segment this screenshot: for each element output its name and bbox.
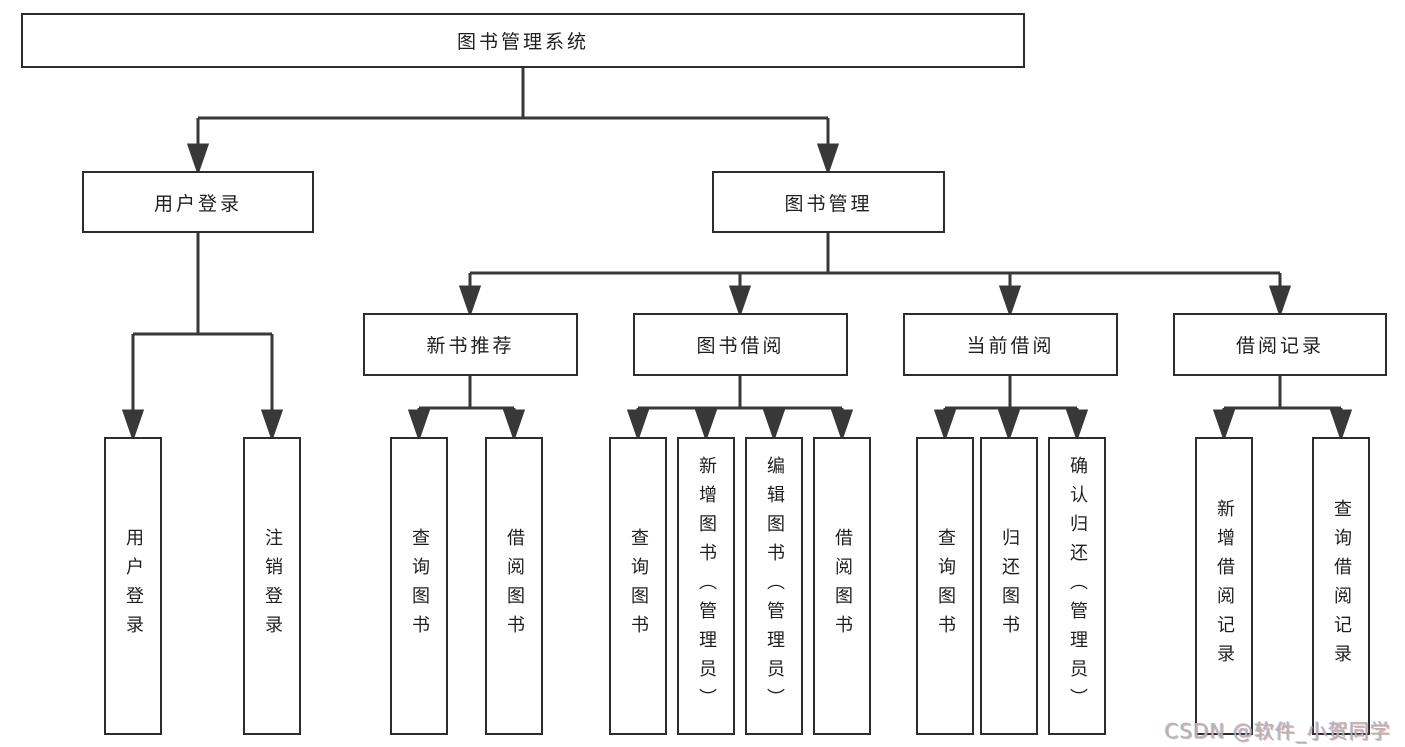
watermark: CSDN @软件_小贺同学 — [1164, 719, 1391, 743]
leaf-confirm-return-admin: 确认归还（管理员） — [1048, 437, 1106, 735]
leaf-borrow-query-books: 查询图书 — [609, 437, 667, 735]
node-new-book-recommend: 新书推荐 — [363, 313, 578, 376]
leaf-borrow-query-books-label: 查询图书 — [628, 528, 649, 644]
node-new-book-recommend-label: 新书推荐 — [426, 335, 515, 357]
leaf-current-query-books: 查询图书 — [916, 437, 974, 735]
leaf-borrow-borrow-books-label: 借阅图书 — [832, 528, 853, 644]
leaf-query-borrow-record: 查询借阅记录 — [1312, 437, 1370, 735]
leaf-add-borrow-record-label: 新增借阅记录 — [1214, 499, 1235, 673]
leaf-add-borrow-record: 新增借阅记录 — [1195, 437, 1253, 735]
node-user-login-label: 用户登录 — [153, 192, 242, 215]
leaf-recommend-query-books-label: 查询图书 — [409, 528, 430, 644]
connector-book-management — [458, 233, 1292, 318]
node-book-borrow: 图书借阅 — [633, 313, 848, 376]
leaf-edit-books-admin-label: 编辑图书（管理员） — [764, 455, 785, 717]
leaf-return-books: 归还图书 — [980, 437, 1038, 735]
leaf-logout-label: 注销登录 — [262, 528, 283, 644]
connector-user-login — [121, 233, 284, 442]
leaf-user-login-label: 用户登录 — [123, 528, 144, 644]
connector-root — [186, 68, 840, 176]
node-book-borrow-label: 图书借阅 — [696, 335, 785, 357]
leaf-user-login: 用户登录 — [104, 437, 162, 735]
leaf-current-query-books-label: 查询图书 — [935, 528, 956, 644]
leaf-borrow-borrow-books: 借阅图书 — [813, 437, 871, 735]
leaf-recommend-borrow-books-label: 借阅图书 — [504, 528, 525, 644]
leaf-logout: 注销登录 — [243, 437, 301, 735]
node-current-borrow-label: 当前借阅 — [966, 335, 1055, 357]
node-current-borrow: 当前借阅 — [903, 313, 1118, 376]
node-book-management-label: 图书管理 — [784, 192, 873, 215]
node-root-label: 图书管理系统 — [456, 31, 589, 53]
leaf-return-books-label: 归还图书 — [999, 528, 1020, 644]
node-root: 图书管理系统 — [21, 13, 1025, 68]
node-user-login: 用户登录 — [82, 171, 314, 233]
connector-new-book-recommend — [407, 376, 526, 442]
leaf-edit-books-admin: 编辑图书（管理员） — [745, 437, 803, 735]
connector-borrow-records — [1212, 376, 1353, 442]
leaf-recommend-borrow-books: 借阅图书 — [485, 437, 543, 735]
leaf-confirm-return-admin-label: 确认归还（管理员） — [1067, 455, 1088, 717]
node-book-management: 图书管理 — [712, 171, 945, 233]
node-borrow-records: 借阅记录 — [1173, 313, 1387, 376]
connector-current-borrow — [933, 376, 1089, 442]
leaf-add-books-admin: 新增图书（管理员） — [677, 437, 735, 735]
node-borrow-records-label: 借阅记录 — [1235, 335, 1324, 357]
leaf-query-borrow-record-label: 查询借阅记录 — [1331, 499, 1352, 673]
leaf-recommend-query-books: 查询图书 — [390, 437, 448, 735]
connector-book-borrow — [626, 376, 854, 442]
leaf-add-books-admin-label: 新增图书（管理员） — [696, 455, 717, 717]
